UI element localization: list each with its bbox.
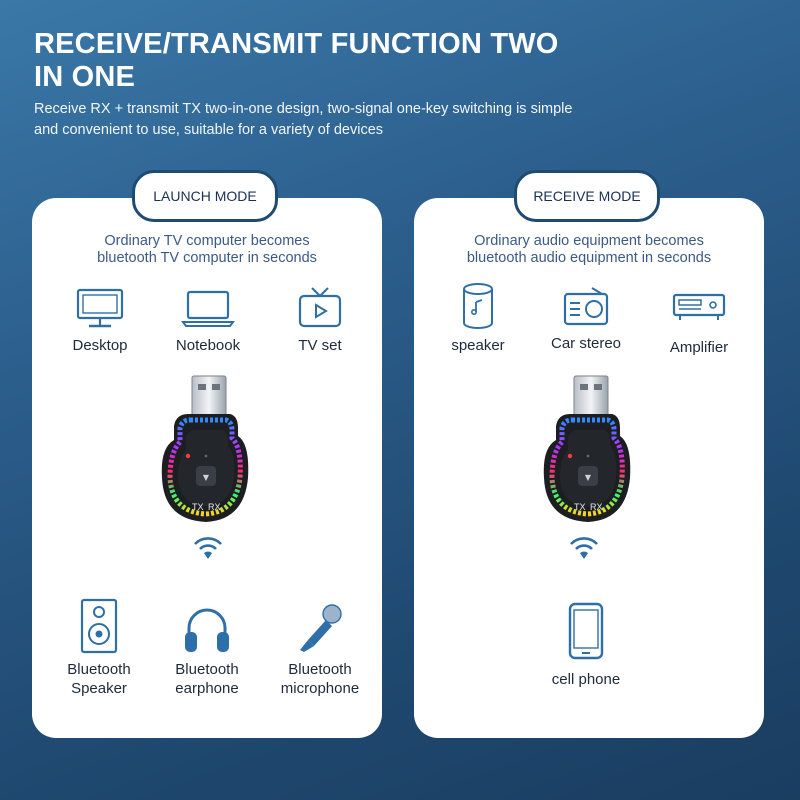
tv-icon [298, 287, 342, 328]
target-bluetooth-microphone: Bluetooth microphone [265, 602, 375, 698]
amplifier-icon [672, 293, 726, 320]
page-title: RECEIVE/TRANSMIT FUNCTION TWO IN ONE [34, 28, 559, 93]
smart-speaker-icon [463, 283, 493, 329]
launch-mode-label: LAUNCH MODE [132, 170, 278, 222]
laptop-icon [181, 290, 235, 327]
target-bluetooth-earphone: Bluetooth earphone [152, 602, 262, 698]
source-speaker: speaker [423, 282, 533, 355]
bluetooth-dongle-receive: ▼ TX RX [543, 375, 631, 522]
signal-wave-icon [570, 537, 598, 559]
tx-label: TX [574, 502, 586, 512]
bluetooth-dongle-launch: ▼ TX RX [161, 375, 249, 522]
page-subtitle: Receive RX + transmit TX two-in-one desi… [34, 101, 573, 138]
target-cell-phone: cell phone [531, 602, 641, 689]
receive-mode-label: RECEIVE MODE [514, 170, 660, 222]
source-amplifier: Amplifier [644, 290, 754, 357]
tx-label: TX [192, 502, 204, 512]
radio-icon [563, 287, 609, 326]
cell-phone-icon [568, 602, 604, 660]
signal-wave-icon [194, 537, 222, 559]
desktop-icon [76, 288, 124, 328]
source-notebook: Notebook [153, 288, 263, 355]
svg-text:▼: ▼ [203, 473, 210, 482]
rx-label: RX [590, 502, 603, 512]
target-bluetooth-speaker: Bluetooth Speaker [44, 598, 154, 698]
launch-mode-description: Ordinary TV computer becomes bluetooth T… [97, 233, 317, 266]
speaker-box-icon [80, 598, 118, 654]
source-car-stereo: Car stereo [531, 284, 641, 353]
svg-text:▼: ▼ [585, 473, 592, 482]
source-tv-set: TV set [265, 286, 375, 355]
microphone-icon [300, 604, 342, 652]
receive-mode-description: Ordinary audio equipment becomes bluetoo… [466, 233, 712, 266]
headphones-icon [185, 608, 229, 652]
rx-label: RX [208, 502, 221, 512]
source-desktop: Desktop [45, 288, 155, 355]
